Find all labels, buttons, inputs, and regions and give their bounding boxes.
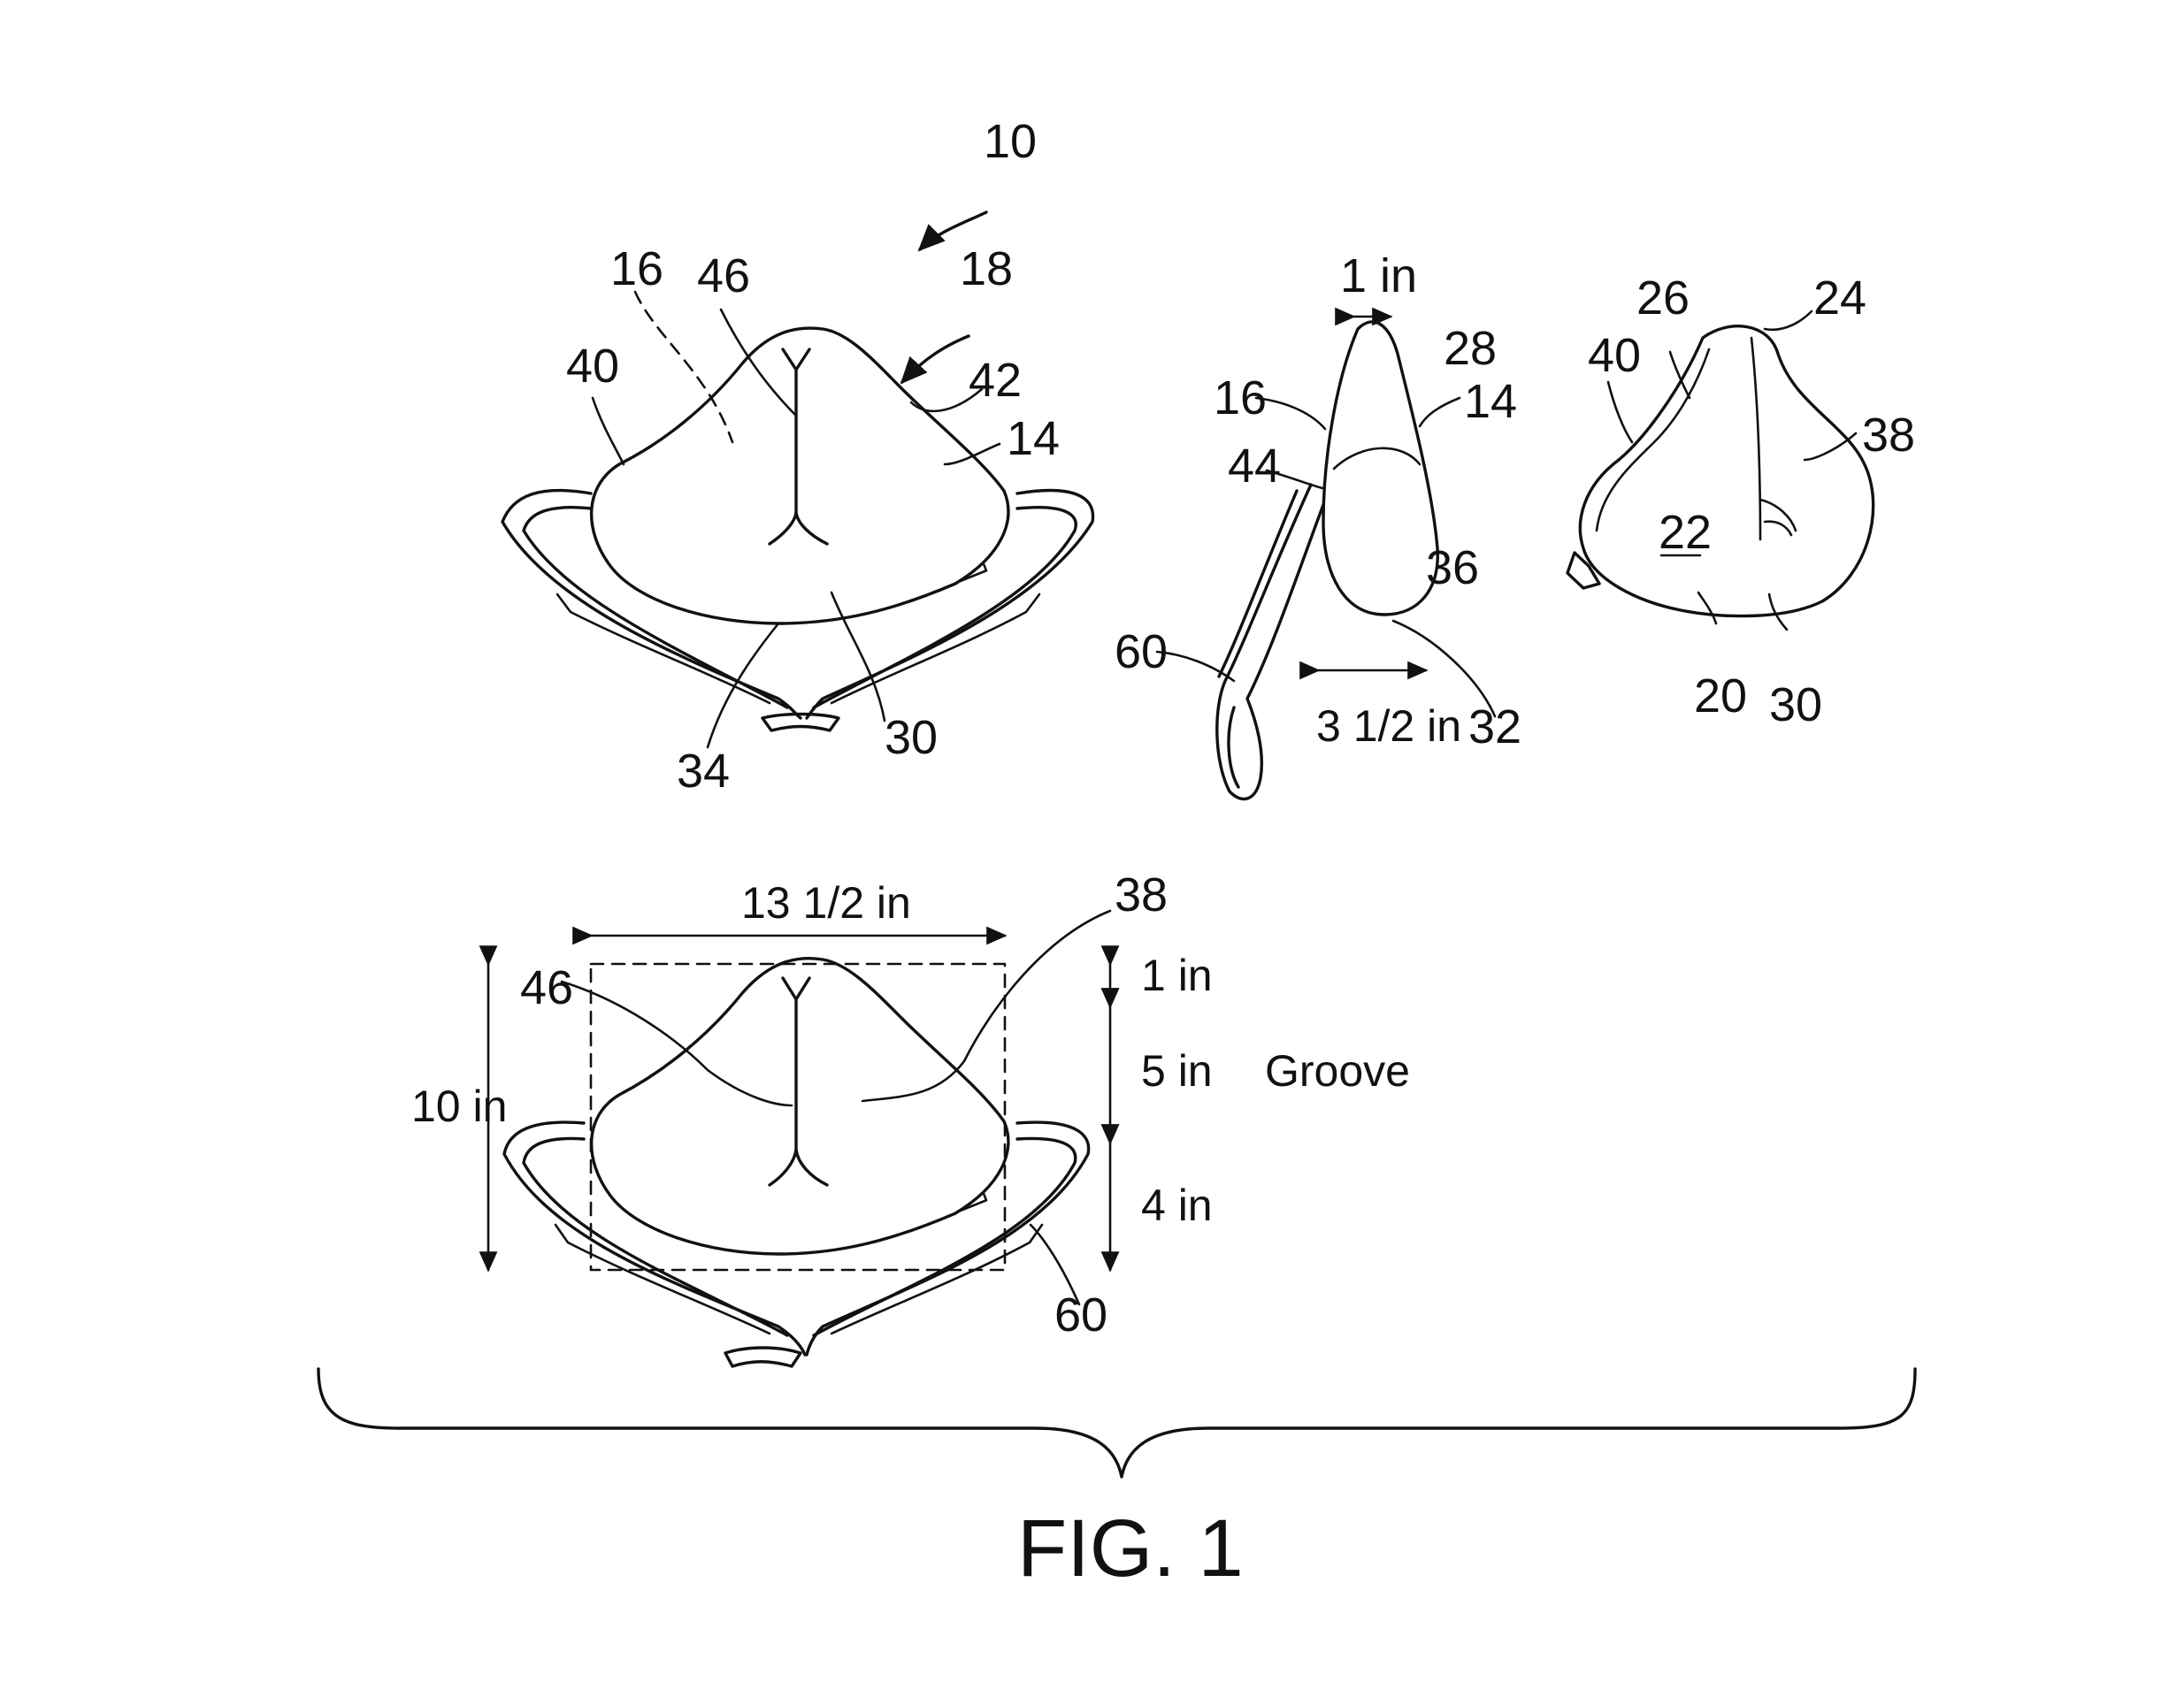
label-16: 16	[610, 242, 663, 295]
label-18: 18	[960, 242, 1013, 295]
label-14-side: 14	[1464, 375, 1517, 428]
label-46-bottom: 46	[520, 961, 573, 1014]
label-42: 42	[969, 354, 1022, 407]
label-groove: Groove	[1265, 1046, 1410, 1096]
label-40: 40	[566, 340, 619, 393]
label-1in-side: 1 in	[1340, 249, 1417, 302]
label-38-back: 38	[1862, 409, 1915, 462]
label-10-in: 10 in	[411, 1082, 507, 1131]
label-4-in-seg: 4 in	[1141, 1181, 1213, 1230]
back-view-drawing: 26 24 40 38 22 20 30	[1566, 271, 1915, 731]
label-26: 26	[1636, 271, 1690, 325]
label-20: 20	[1694, 669, 1747, 723]
label-1-in-seg: 1 in	[1141, 951, 1213, 1000]
label-30-back: 30	[1769, 678, 1822, 731]
label-10: 10	[984, 115, 1037, 168]
figure-caption: FIG. 1	[1017, 1503, 1244, 1594]
label-16-side: 16	[1214, 371, 1267, 424]
front-view-drawing: 10 16 46 18 40 42 14 34 30	[501, 115, 1095, 798]
label-40-back: 40	[1588, 329, 1641, 382]
label-36: 36	[1426, 541, 1479, 594]
label-3half-in: 3 1/2 in	[1316, 701, 1461, 751]
label-28: 28	[1444, 322, 1497, 375]
label-24: 24	[1813, 271, 1866, 325]
label-32: 32	[1468, 700, 1521, 753]
label-46: 46	[697, 249, 750, 302]
side-view-drawing: 1 in 28 16 14 44 36 60 3 1/2 in 32	[1115, 249, 1521, 801]
label-22: 22	[1659, 506, 1712, 559]
label-13half-in: 13 1/2 in	[741, 878, 911, 928]
label-34: 34	[677, 745, 730, 798]
bottom-view-drawing: 13 1/2 in 38 46 10 in 1 in 5 in Groove 4…	[411, 868, 1410, 1368]
label-38-bottom: 38	[1115, 868, 1168, 921]
label-44: 44	[1228, 440, 1281, 493]
label-60-bottom: 60	[1054, 1288, 1107, 1342]
label-5-in-seg: 5 in	[1141, 1046, 1213, 1096]
label-60-side: 60	[1115, 625, 1168, 678]
label-14: 14	[1007, 412, 1060, 465]
label-30: 30	[885, 711, 938, 764]
grouping-brace	[317, 1367, 1917, 1479]
